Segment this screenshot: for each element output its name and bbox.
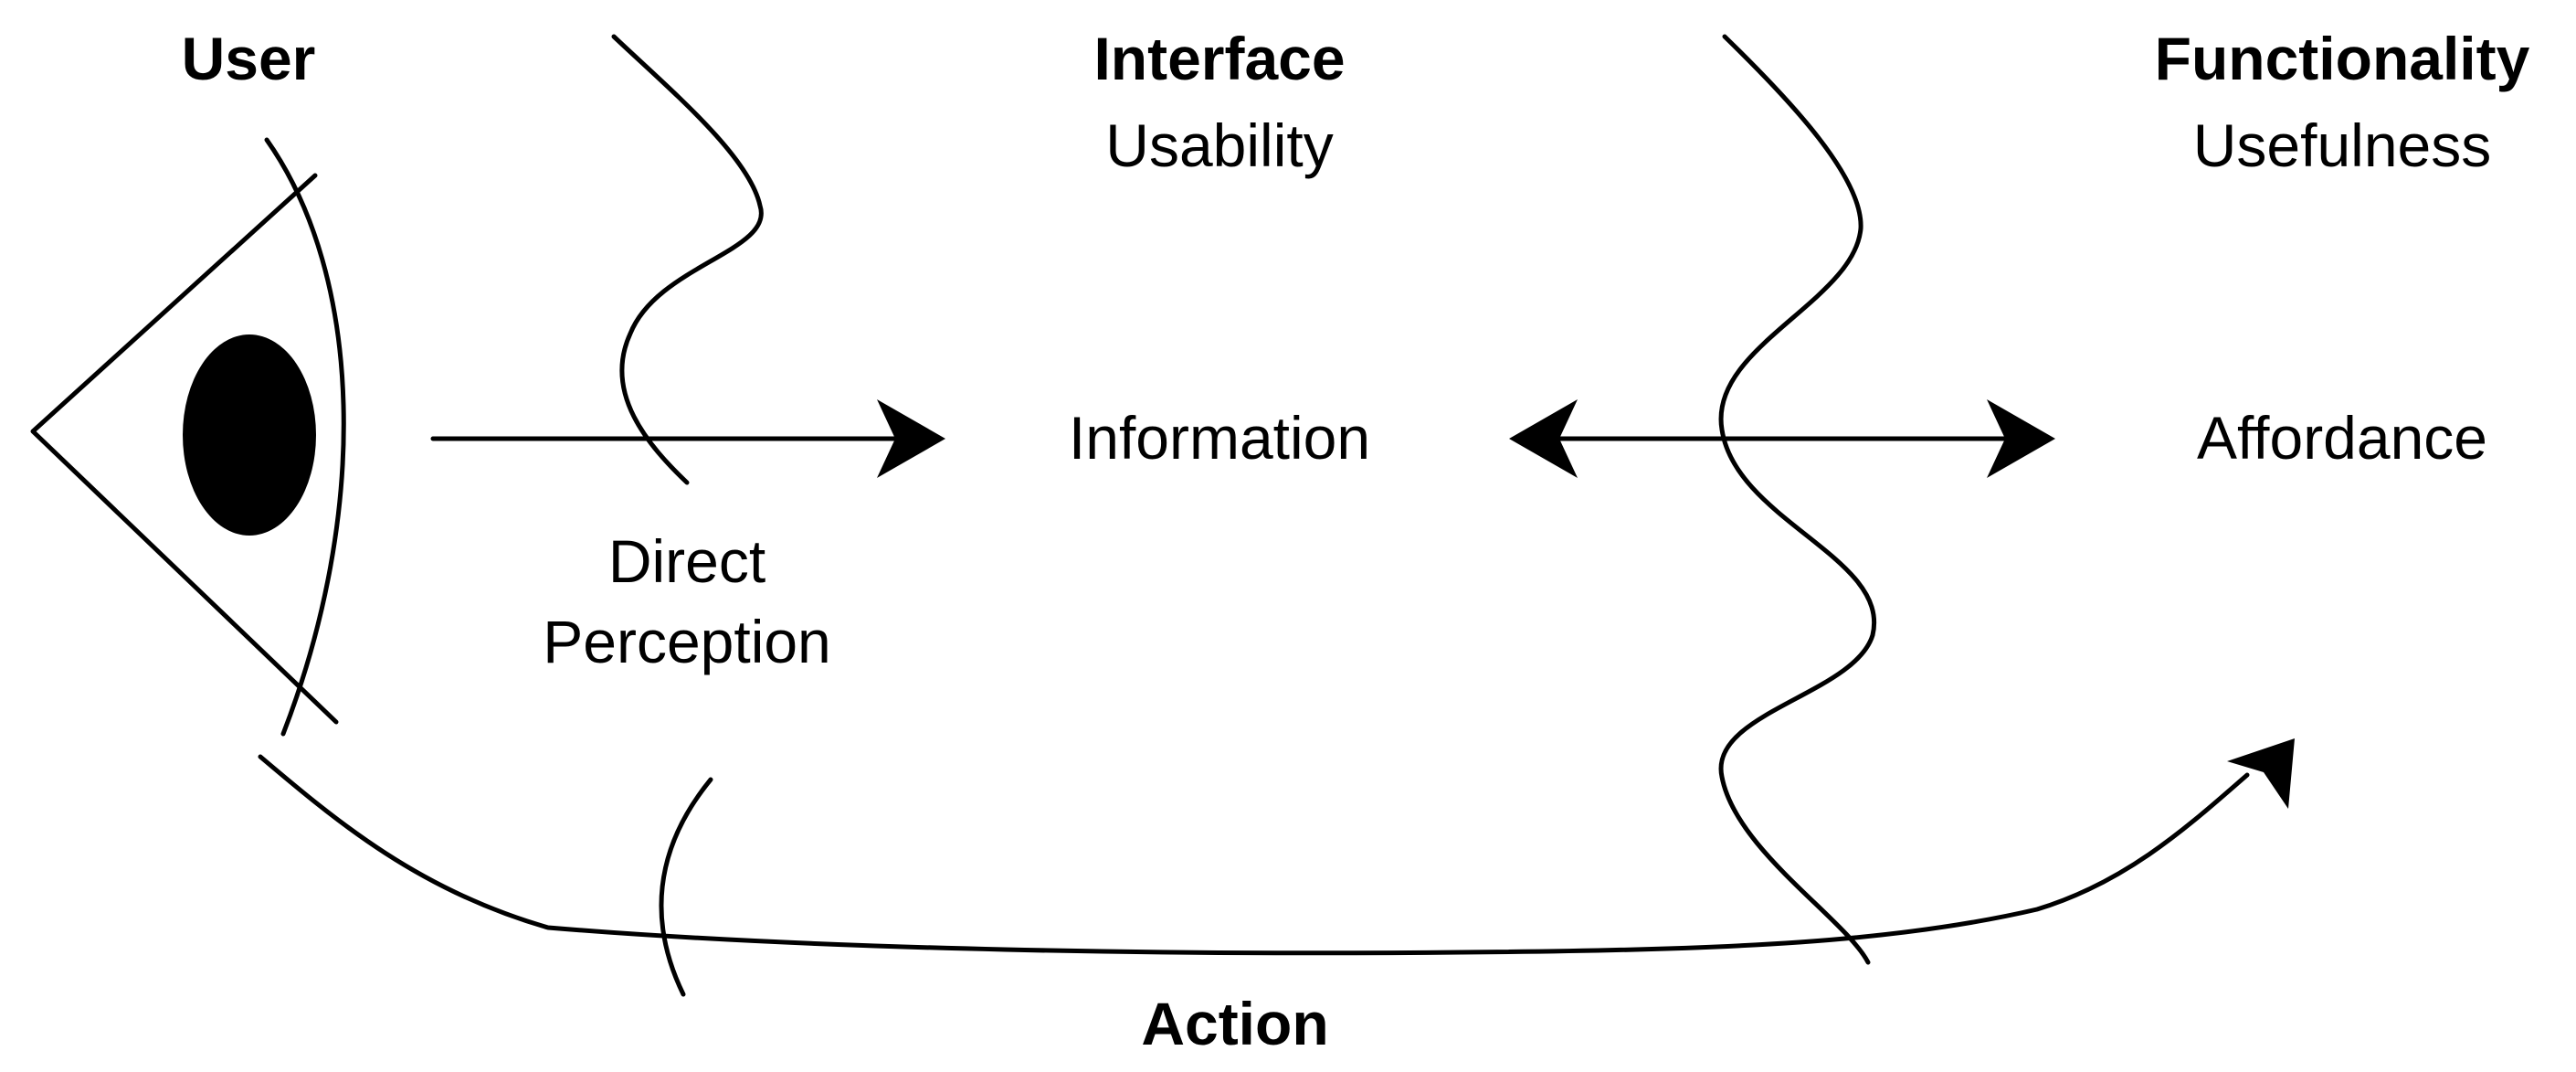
eye-pupil [183,334,316,536]
affordance-label: Affordance [2197,404,2487,472]
functionality-heading: Functionality [2155,25,2530,92]
eye-icon [30,137,346,737]
usability-subheading: Usability [1105,111,1333,179]
direct-label: Direct [608,527,765,595]
information-label: Information [1069,404,1370,472]
user-interface-boundary [611,34,764,485]
interface-functionality-boundary [1718,34,1877,965]
usefulness-subheading: Usefulness [2193,111,2492,179]
action-boundary-arc [659,777,713,997]
affordance-arrowhead [1987,399,2055,478]
perception-label: Perception [543,608,831,675]
eye-lens-arc [264,137,346,737]
action-arc [258,754,2250,956]
eye-lid-outline [30,173,339,725]
interface-heading: Interface [1093,25,1345,92]
user-heading: User [182,25,316,92]
action-label: Action [1141,990,1328,1057]
perception-arrowhead [877,399,945,478]
action-arrowhead [2227,738,2295,809]
information-arrowhead [1509,399,1578,478]
